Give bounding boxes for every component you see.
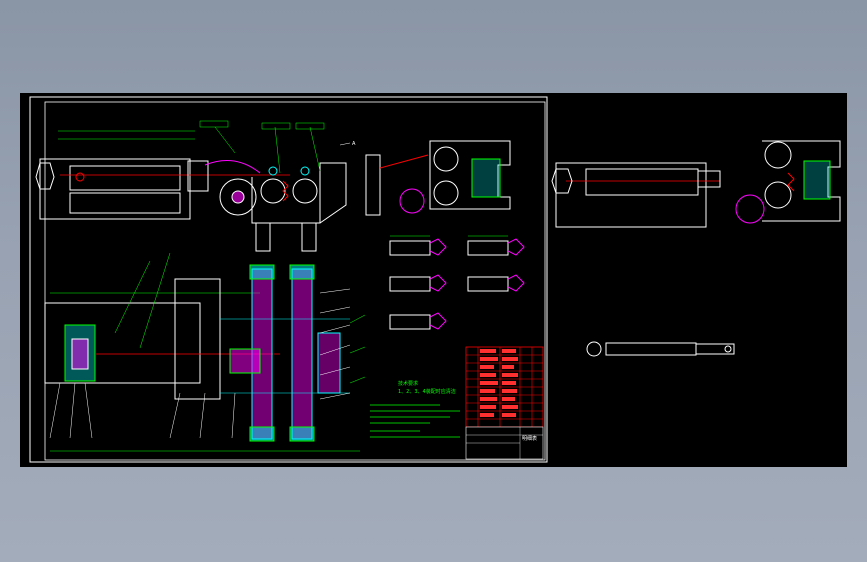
gripper-detail-workpiece — [471, 158, 501, 198]
leader-line-3 — [309, 126, 321, 172]
cylinder-rod-housing — [69, 192, 181, 214]
cylinder-body — [39, 158, 191, 220]
clevis-end — [35, 162, 55, 190]
mini-jaw-3 — [429, 274, 447, 292]
right-gear-mesh — [787, 172, 795, 192]
bearing-bottom-2 — [289, 426, 315, 442]
mini-view-4 — [467, 276, 509, 292]
right-gripper-housing — [762, 140, 841, 222]
sheet-inner-frame — [44, 101, 546, 461]
right-clevis — [551, 168, 573, 194]
leader-right-4 — [319, 344, 351, 356]
right-rod-end — [697, 170, 721, 188]
gear-shaft-2 — [291, 268, 313, 440]
right-gear-top — [764, 141, 792, 169]
top-assembly-view — [35, 120, 351, 252]
green-leader-2 — [139, 252, 171, 349]
detail-gear-top — [433, 146, 459, 172]
label-box-3 — [295, 122, 325, 130]
end-cap-inner — [71, 338, 89, 370]
standalone-cylinder — [605, 342, 697, 356]
bearing-block — [174, 278, 221, 400]
drive-wheel — [219, 178, 257, 216]
green-leader-3 — [349, 314, 366, 324]
title-block-name: 明细表 — [522, 435, 537, 442]
mini-jaw-4 — [507, 274, 525, 292]
gripper-housing — [251, 162, 347, 224]
drive-wheel-hub — [231, 190, 245, 204]
leader-left-1 — [49, 382, 61, 439]
leader-left-3 — [84, 382, 93, 439]
mini-view-5 — [389, 314, 431, 330]
right-cylinder-body — [555, 162, 707, 228]
mini-jaw-5 — [429, 312, 447, 330]
bearing-top-2 — [289, 264, 315, 280]
leader-right-5 — [319, 366, 351, 376]
clevis-pin — [75, 172, 85, 182]
leader-right-2 — [319, 306, 351, 314]
label-box-2 — [261, 122, 291, 130]
leader-left-2 — [69, 382, 76, 439]
tech-note-lines — [370, 404, 460, 438]
right-cylinder-barrel — [585, 168, 699, 196]
gear-pin-right — [300, 166, 310, 176]
right-gear-bottom — [764, 181, 792, 209]
mid-block — [229, 348, 261, 374]
label-box-1 — [199, 120, 229, 128]
mini-view-2 — [467, 240, 509, 256]
detail-views — [365, 140, 525, 330]
standalone-cylinder-eye — [586, 341, 602, 357]
leader-left-6 — [231, 392, 236, 439]
tech-note-heading: 技术要求 — [398, 380, 418, 387]
detail-link — [379, 154, 429, 169]
mini-view-3 — [389, 276, 431, 292]
leader-right-3 — [319, 324, 351, 334]
mini-view-1 — [389, 240, 431, 256]
rod-end-block — [187, 160, 209, 192]
leader-left-4 — [169, 392, 181, 439]
detail-gear-bottom — [433, 180, 459, 206]
bearing-top-1 — [249, 264, 275, 280]
gear-pin-left — [268, 166, 278, 176]
leader-right-6 — [319, 392, 351, 400]
cad-viewport[interactable]: 技术要求 1、2、3、4装配时应清洁 — [20, 93, 847, 467]
gripper-arm-upper — [204, 160, 261, 174]
balloon-label: A — [352, 141, 356, 147]
gear-left — [260, 178, 286, 204]
right-wheel — [735, 194, 765, 224]
title-block: 明细表 — [465, 426, 544, 460]
detail-wheel — [399, 188, 425, 214]
right-assembly-view — [551, 140, 841, 357]
bearing-bottom-1 — [249, 426, 275, 442]
standalone-rod-eye — [724, 345, 732, 353]
green-leader-5 — [349, 376, 366, 384]
leader-balloon — [339, 142, 351, 146]
right-workpiece — [803, 160, 831, 200]
detail-bracket — [365, 154, 381, 216]
leader-left-5 — [199, 392, 206, 439]
section-base — [44, 302, 201, 384]
section-view — [44, 252, 366, 452]
gear-right — [292, 178, 318, 204]
green-leader-1 — [114, 260, 151, 334]
tech-note-line: 1、2、3、4装配时应清洁 — [398, 388, 456, 395]
green-leader-4 — [349, 346, 366, 354]
jaw-left — [255, 222, 271, 252]
gear-teeth-mesh — [282, 180, 289, 202]
standalone-rod-end — [695, 343, 735, 355]
cad-drawing-canvas: 技术要求 1、2、3、4装配时应清洁 — [29, 96, 841, 463]
jaw-right — [301, 222, 317, 252]
mini-jaw-2 — [507, 238, 525, 256]
mini-jaw-1 — [429, 238, 447, 256]
parts-list-table — [465, 346, 544, 428]
gear-block — [317, 332, 341, 394]
leader-right-1 — [319, 288, 351, 294]
cylinder-barrel — [69, 165, 181, 191]
leader-line-2 — [274, 126, 281, 174]
leader-line-1 — [214, 126, 236, 154]
